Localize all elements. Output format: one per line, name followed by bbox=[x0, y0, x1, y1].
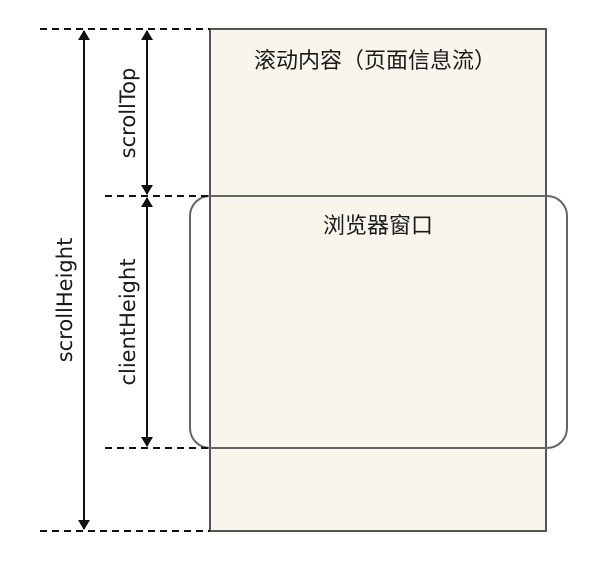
browser-viewport-frame bbox=[189, 195, 568, 449]
client-height-label: clientHeight bbox=[116, 258, 140, 385]
browser-viewport-label: 浏览器窗口 bbox=[323, 214, 433, 239]
scroll-content-label: 滚动内容（页面信息流） bbox=[254, 49, 496, 74]
scroll-content-box bbox=[209, 28, 547, 532]
scroll-top-label: scrollTop bbox=[116, 68, 140, 159]
scroll-height-label: scrollHeight bbox=[53, 238, 77, 363]
